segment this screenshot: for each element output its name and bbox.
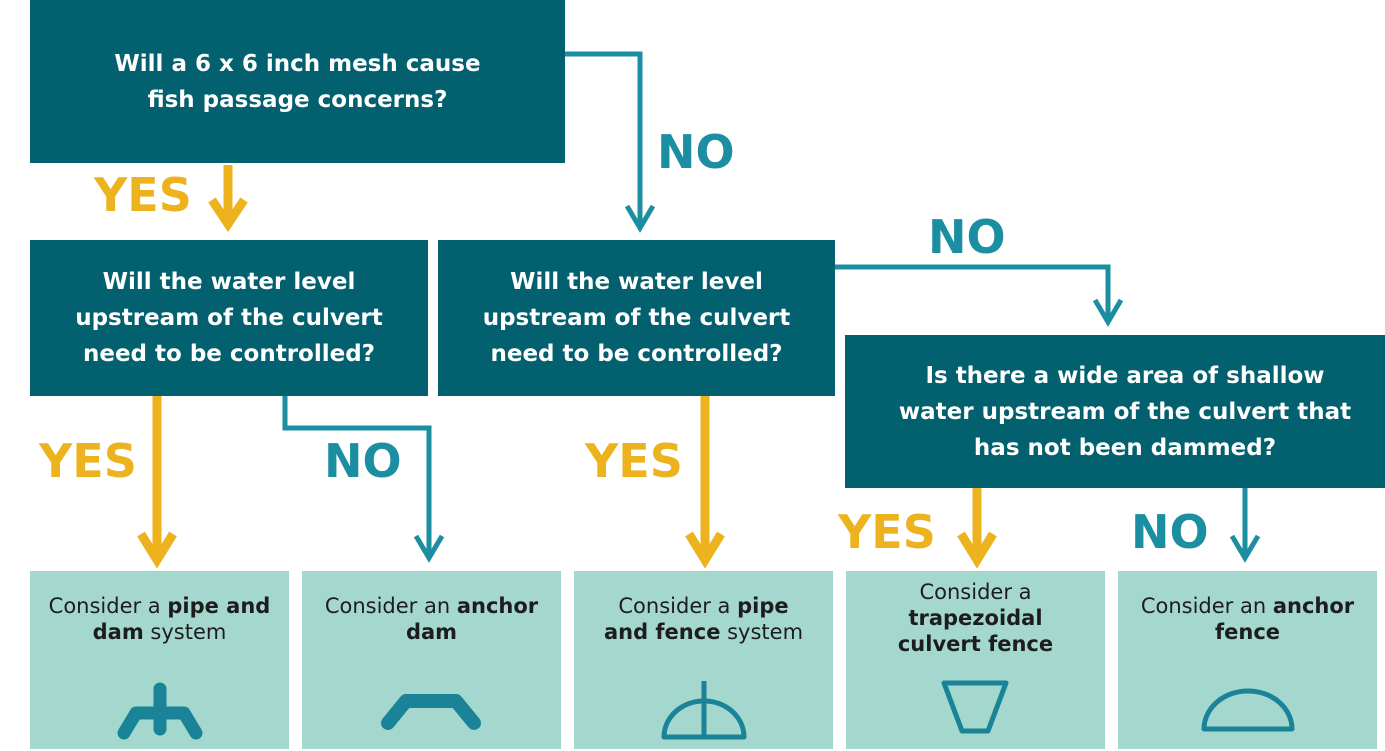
result-trapezoidal-culvert-fence: Consider a trapezoidal culvert fence [846, 571, 1105, 749]
label-yes-q1: YES [94, 168, 192, 222]
question-mesh-fish-passage-text: Will a 6 x 6 inch mesh cause fish passag… [114, 50, 481, 113]
question-water-level-right-text: Will the water level upstream of the cul… [482, 269, 791, 367]
pipe-and-dam-icon [117, 682, 203, 740]
question-shallow-water: Is there a wide area of shallow water up… [845, 335, 1385, 488]
arrow-q3-yes [685, 396, 725, 569]
trapezoidal-culvert-fence-icon [941, 680, 1009, 734]
arrow-q4-no [1229, 488, 1261, 563]
result-suffix: system [143, 620, 227, 644]
arrow-q2-yes [137, 396, 177, 569]
result-anchor-fence: Consider an anchor fence [1118, 571, 1377, 749]
question-water-level-right: Will the water level upstream of the cul… [438, 240, 835, 396]
result-anchor-dam: Consider an anchor dam [302, 571, 561, 749]
question-mesh-fish-passage: Will a 6 x 6 inch mesh cause fish passag… [30, 0, 565, 163]
anchor-fence-icon [1201, 688, 1295, 732]
label-yes-q2: YES [39, 434, 137, 488]
label-no-q2: NO [324, 434, 402, 488]
result-prefix: Consider a [48, 594, 168, 618]
label-yes-q3: YES [585, 434, 683, 488]
result-bold: trapezoidal culvert fence [897, 606, 1054, 656]
result-prefix: Consider a [618, 594, 738, 618]
result-pipe-and-fence: Consider a pipe and fence system [574, 571, 833, 749]
result-bold: pipe and dam [92, 594, 271, 644]
arrow-q1-no [565, 51, 656, 233]
question-water-level-left-text: Will the water level upstream of the cul… [75, 269, 383, 367]
question-shallow-water-text: Is there a wide area of shallow water up… [898, 362, 1352, 461]
result-bold: pipe and fence [603, 594, 789, 644]
arrow-q4-yes [957, 488, 997, 569]
result-prefix: Consider a [919, 580, 1032, 604]
pipe-and-fence-icon [661, 681, 747, 740]
label-yes-q4: YES [838, 505, 936, 559]
label-no-q4: NO [1131, 505, 1209, 559]
label-no-q3: NO [928, 210, 1006, 264]
result-bold: anchor dam [405, 594, 539, 644]
result-suffix: system [720, 620, 804, 644]
arrow-q3-no [835, 264, 1124, 327]
label-no-q1: NO [657, 125, 735, 179]
arrow-q2-no [282, 396, 445, 563]
result-prefix: Consider an [1140, 594, 1273, 618]
question-water-level-left: Will the water level upstream of the cul… [30, 240, 428, 396]
arrow-q1-yes [208, 165, 248, 233]
result-pipe-and-dam: Consider a pipe and dam system [30, 571, 289, 749]
result-bold: anchor fence [1214, 594, 1355, 644]
anchor-dam-icon [381, 694, 481, 730]
result-prefix: Consider an [324, 594, 457, 618]
